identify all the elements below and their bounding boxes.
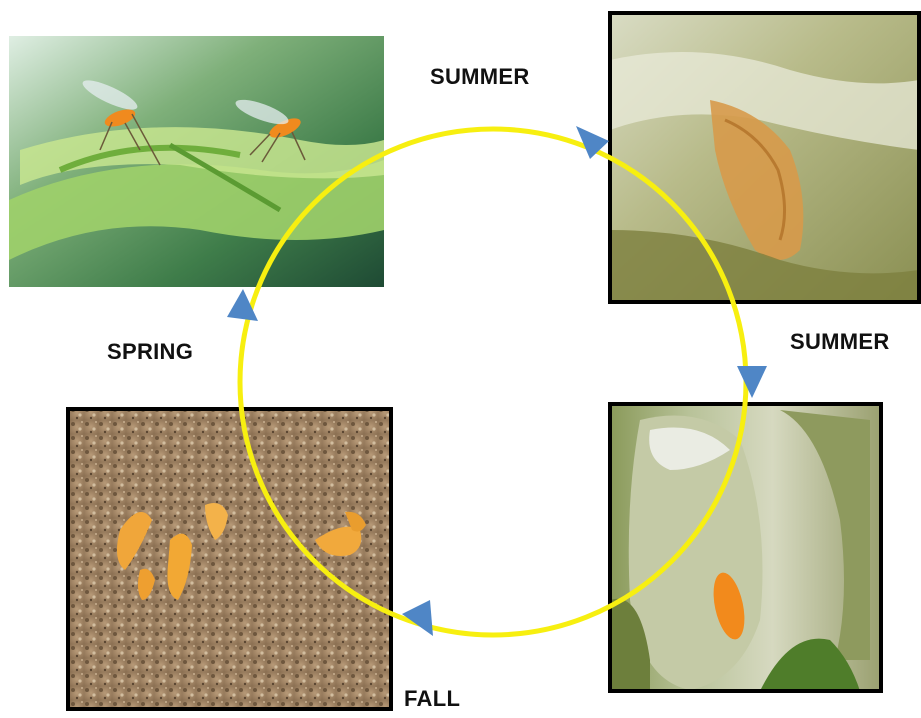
larva-on-kernel-photo [610,404,881,691]
season-label-fall: FALL [404,686,460,712]
season-label-summer-top: SUMMER [430,64,530,90]
season-label-spring: SPRING [107,339,193,365]
season-label-summer-right: SUMMER [790,329,890,355]
larvae-in-soil-photo [68,409,391,709]
adult-midges-photo [9,36,384,287]
arrow-summer-right [737,366,767,398]
egg-photo [610,13,919,302]
